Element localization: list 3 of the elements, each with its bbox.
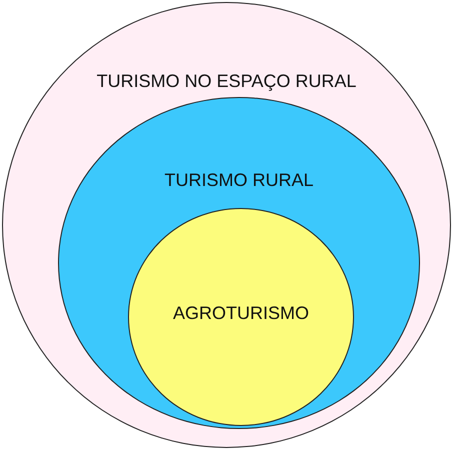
circle-label: TURISMO NO ESPAÇO RURAL [96, 71, 358, 92]
circle-label: TURISMO RURAL [163, 170, 314, 191]
circle-label: AGROTURISMO [172, 303, 310, 324]
